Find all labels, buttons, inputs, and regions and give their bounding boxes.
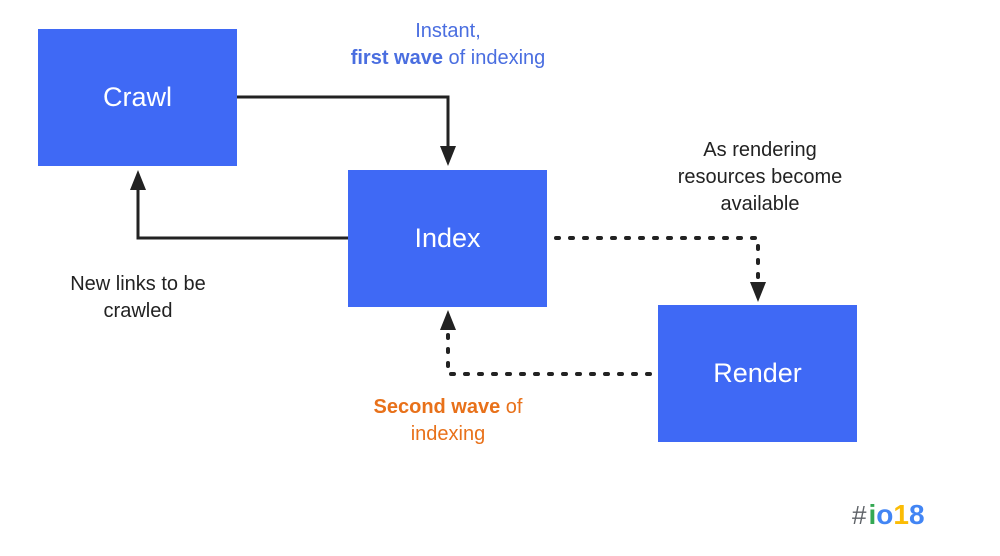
new-links-line1: New links to be [70, 273, 206, 295]
second-wave-line2: indexing [410, 423, 486, 445]
crawl-node: Crawl [38, 29, 237, 166]
crawl-node-label: Crawl [102, 82, 172, 112]
new-links-line2: crawled [103, 300, 173, 322]
logo-o: o [876, 499, 894, 530]
arrow-crawl-to-index [237, 95, 450, 148]
first-wave-label: Instant, first wave of indexing [318, 18, 578, 72]
available-line1: As rendering [703, 139, 817, 161]
arrowhead-index-bottom [440, 310, 456, 330]
available-line3: available [720, 193, 800, 215]
arrow-index-to-render [554, 236, 760, 286]
rendering-available-label: As rendering resources become available [650, 137, 870, 218]
io18-logo: # i o 1 8 [852, 495, 925, 531]
second-wave-bold: Second wave [373, 396, 501, 418]
arrow-render-to-index [446, 328, 652, 376]
arrowhead-crawl-bottom [130, 170, 146, 190]
logo-i: i [868, 499, 877, 530]
logo-one: 1 [893, 499, 909, 530]
arrowhead-render-top [750, 282, 766, 302]
logo-eight: 8 [908, 499, 925, 530]
arrowhead-index-top [440, 146, 456, 166]
arrow-index-to-crawl [136, 188, 348, 240]
render-node: Render [658, 305, 857, 442]
index-node-label: Index [414, 223, 481, 253]
render-node-label: Render [713, 358, 802, 388]
first-wave-line1: Instant, [415, 20, 481, 42]
first-wave-bold: first wave [350, 47, 443, 69]
available-line2: resources become [677, 166, 843, 188]
first-wave-rest: of indexing [442, 47, 546, 69]
new-links-label: New links to be crawled [38, 271, 238, 325]
index-node: Index [348, 170, 547, 307]
first-wave-line2: first wave of indexing [318, 45, 578, 72]
second-wave-line1: Second wave of [343, 394, 553, 421]
logo-hash: # [852, 500, 867, 530]
second-wave-rest: of [500, 396, 523, 418]
second-wave-label: Second wave of indexing [343, 394, 553, 448]
